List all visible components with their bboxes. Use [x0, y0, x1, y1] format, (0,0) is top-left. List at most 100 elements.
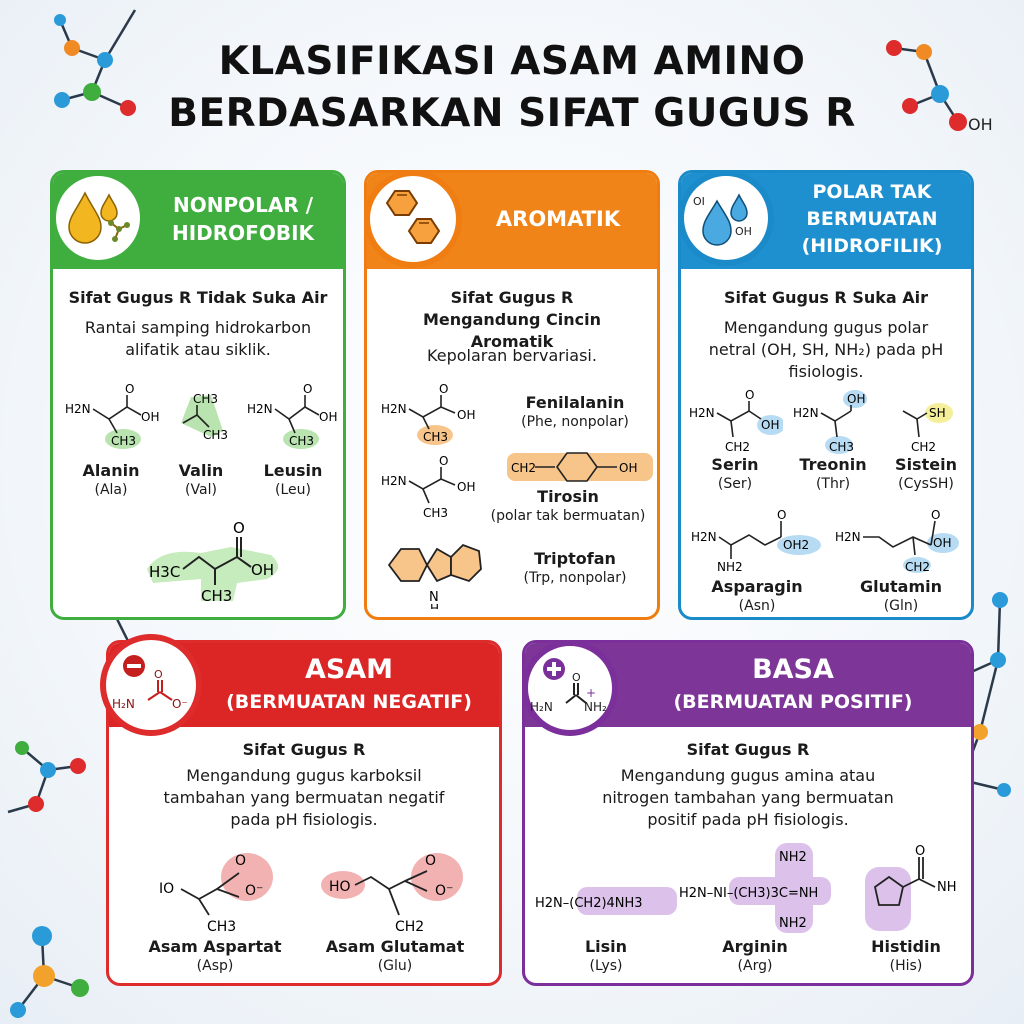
svg-text:O: O — [439, 455, 448, 468]
molecule-tirosin: Tirosin (polar tak bermuatan) — [475, 487, 657, 525]
svg-text:OH: OH — [761, 418, 779, 432]
svg-text:O⁻: O⁻ — [435, 883, 453, 899]
svg-text:O⁻: O⁻ — [172, 697, 188, 711]
histidin-name: Histidin — [871, 937, 941, 956]
svg-text:O: O — [303, 383, 312, 396]
card-desc-asam: Mengandung gugus karboksil tambahan yang… — [163, 766, 445, 829]
card-title-basa: BASA — [752, 654, 834, 685]
svg-text:H2N: H2N — [793, 406, 819, 420]
leusin-name: Leusin — [263, 461, 323, 480]
svg-text:OH: OH — [457, 480, 475, 494]
svg-text:NH₂: NH₂ — [584, 700, 607, 714]
svg-text:CH3: CH3 — [203, 428, 228, 442]
svg-text:O: O — [931, 508, 940, 522]
badge-basa: H₂N NH₂ O + — [522, 640, 618, 736]
card-title-aromatik: AROMATIK — [495, 207, 621, 231]
svg-text:OI: OI — [693, 195, 705, 208]
fenilalanin-abbr: (Phe, nonpolar) — [521, 414, 629, 430]
card-subtitle-polar: Sifat Gugus R Suka Air — [723, 288, 928, 307]
card-desc-basa: Mengandung gugus amina atau nitrogen tam… — [602, 766, 894, 829]
sistein-abbr: (CysSH) — [898, 476, 954, 492]
badge-aromatik — [364, 170, 462, 268]
molecule-decoration-bottom-left — [10, 926, 89, 1018]
molecule-leusin: H2N O OH CH3 Leusin (Leu) — [243, 383, 343, 499]
svg-text:O: O — [154, 668, 163, 681]
molecule-asparagin: H2N O OH2 NH2 Asparagin (Asn) — [687, 507, 827, 615]
svg-text:O: O — [572, 671, 581, 684]
benzene-rings-icon — [385, 190, 441, 244]
leusin-structure: H2N O OH CH3 — [247, 383, 337, 449]
badge-polar: OI OH — [678, 170, 774, 266]
molecule-lisin: H2N–(CH2)4NH3 Lisin (Lys) — [533, 871, 679, 975]
badge-asam: H₂N O⁻ O — [100, 634, 202, 736]
svg-text:CH2: CH2 — [725, 440, 750, 454]
svg-text:H2N–(CH2)4NH3: H2N–(CH2)4NH3 — [535, 896, 643, 911]
molecule-asam-aspartat: IO O O⁻ CH3 Asam Aspartat (Asp) — [137, 843, 293, 975]
svg-text:IO: IO — [159, 881, 174, 897]
molecule-histidin: O NH Histidin (His) — [843, 843, 969, 975]
serin-abbr: (Ser) — [717, 476, 753, 492]
molecule-decoration-left — [7, 741, 86, 814]
svg-text:H₂N: H₂N — [112, 697, 135, 711]
asam-glutamat-name: Asam Glutamat — [325, 937, 465, 956]
arginin-structure: NH2 H2N–NI–(CH3)3C=NH NH2 — [679, 843, 831, 933]
svg-text:CH2: CH2 — [395, 919, 424, 935]
svg-text:+: + — [586, 686, 596, 700]
svg-text:OH: OH — [319, 410, 337, 424]
asam-aspartat-name: Asam Aspartat — [148, 937, 282, 956]
svg-text:CH3: CH3 — [423, 506, 448, 520]
svg-text:NH: NH — [937, 880, 957, 895]
card-subtitle-basa: Sifat Gugus R — [686, 740, 810, 759]
svg-text:OH: OH — [619, 461, 637, 475]
plus-charge-icon: H₂N NH₂ O + — [530, 658, 607, 714]
svg-text:N: N — [429, 590, 439, 605]
card-subtitle-asam: Sifat Gugus R — [242, 740, 366, 759]
molecule-serin: H2N O OH CH2 Serin (Ser) — [687, 389, 783, 493]
title-line-2: BERDASARKAN SIFAT GUGUS R — [168, 91, 856, 136]
treonin-abbr: (Thr) — [815, 476, 851, 492]
triptofan-abbr: (Trp, nonpolar) — [523, 570, 627, 586]
svg-text:H₂N: H₂N — [530, 700, 553, 714]
svg-text:NH2: NH2 — [717, 560, 743, 574]
svg-text:H2N: H2N — [691, 530, 717, 544]
svg-text:H2N: H2N — [835, 530, 861, 544]
asam-glutamat-abbr: (Glu) — [377, 958, 413, 974]
valin-structure: CH3 CH3 — [181, 392, 228, 442]
arginin-name: Arginin — [722, 937, 788, 956]
minus-charge-icon: H₂N O⁻ O — [112, 655, 188, 711]
tirosin-left-structure: H2N O OH CH3 — [381, 455, 475, 520]
tirosin-abbr: (polar tak bermuatan) — [490, 508, 646, 524]
valin-name: Valin — [178, 461, 224, 480]
card-desc-nonpolar: Rantai samping hidrokarbon alifatik atau… — [84, 318, 312, 359]
card-polar: POLAR TAK BERMUATAN (HIDROFILIK) Sifat G… — [678, 170, 974, 620]
asam-aspartat-structure: IO O O⁻ CH3 — [159, 853, 273, 935]
card-title-polar: POLAR TAK BERMUATAN (HIDROFILIK) — [801, 181, 943, 257]
svg-text:CH3: CH3 — [201, 587, 232, 605]
card-title-nonpolar: NONPOLAR / HIDROFOBIK — [171, 193, 315, 245]
svg-text:H: H — [430, 602, 439, 609]
svg-text:H2N: H2N — [381, 402, 407, 416]
svg-text:O: O — [233, 519, 245, 537]
fenilalanin-name: Fenilalanin — [525, 393, 625, 412]
serin-structure: H2N O OH CH2 — [689, 389, 783, 454]
svg-text:OH: OH — [933, 536, 951, 550]
tirosin-name: Tirosin — [537, 487, 599, 506]
svg-text:O: O — [777, 508, 786, 522]
histidin-structure: O NH — [865, 844, 957, 931]
triptofan-structure: N H — [387, 543, 482, 609]
serin-name: Serin — [711, 455, 759, 474]
molecule-decoration-top-left — [54, 9, 137, 116]
svg-text:OH2: OH2 — [783, 538, 809, 552]
molecule-decoration-top-right: OH — [886, 40, 993, 134]
glutamin-structure: H2N O OH CH2 — [835, 508, 959, 574]
alanin-structure: H2N O OH CH3 — [65, 383, 159, 449]
svg-text:H2N–NI–(CH3)3C=NH: H2N–NI–(CH3)3C=NH — [679, 886, 818, 901]
svg-text:O: O — [915, 844, 925, 859]
svg-text:CH3: CH3 — [207, 919, 236, 935]
alanin-name: Alanin — [82, 461, 140, 480]
molecule-arginin: NH2 H2N–NI–(CH3)3C=NH NH2 Arginin (Arg) — [675, 837, 835, 975]
valin-abbr: (Val) — [185, 482, 217, 498]
svg-text:CH2: CH2 — [911, 440, 936, 454]
molecule-alanin: H2N O OH CH3 Alanin (Ala) — [61, 383, 161, 499]
card-header-sub-basa: (BERMUATAN POSITIF) — [673, 691, 913, 713]
